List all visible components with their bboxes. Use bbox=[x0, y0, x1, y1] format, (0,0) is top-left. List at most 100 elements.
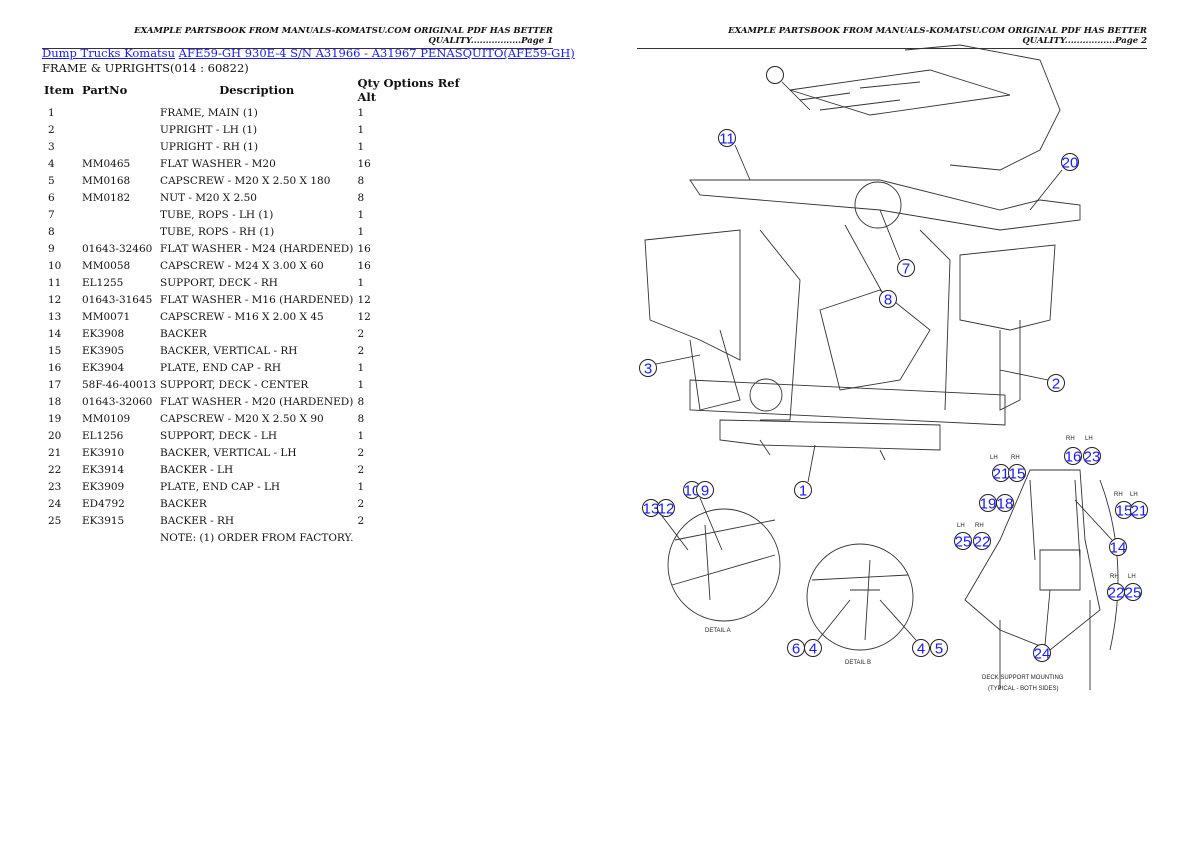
cell-item: 2 bbox=[48, 123, 55, 136]
page-2-header: EXAMPLE PARTSBOOK FROM MANUALS-KOMATSU.C… bbox=[637, 26, 1147, 49]
callout-number: 16 bbox=[1065, 449, 1082, 466]
cell-partno: EL1255 bbox=[82, 276, 124, 289]
detail-a-label: DETAIL A bbox=[705, 628, 731, 634]
callout-number: 18 bbox=[997, 496, 1014, 513]
lh-label: LH bbox=[990, 455, 998, 461]
cell-description: CAPSCREW - M20 X 2.50 X 90 bbox=[160, 412, 324, 425]
lh-label: LH bbox=[957, 523, 965, 529]
callout: 12 bbox=[657, 499, 675, 518]
cell-description: SUPPORT, DECK - CENTER bbox=[160, 378, 309, 391]
cell-item: 21 bbox=[48, 446, 62, 459]
cell-partno: EK3910 bbox=[82, 446, 125, 459]
cell-partno: MM0182 bbox=[82, 191, 131, 204]
callout: 21 bbox=[992, 464, 1010, 483]
callout: 10 bbox=[683, 481, 701, 500]
callout-circle bbox=[1008, 464, 1026, 482]
cell-partno: EK3908 bbox=[82, 327, 125, 340]
callout-circle bbox=[912, 639, 930, 657]
callout-number: 24 bbox=[1034, 646, 1051, 663]
callout: 9 bbox=[696, 481, 714, 500]
callout-number: 2 bbox=[1052, 376, 1060, 393]
col-partno: PartNo bbox=[82, 83, 128, 97]
callout: 7 bbox=[897, 259, 915, 278]
rh-label: RH bbox=[1066, 436, 1075, 442]
callout-number: 25 bbox=[1125, 585, 1142, 602]
callout-number: 7 bbox=[902, 261, 910, 278]
callout-number: 4 bbox=[809, 641, 817, 658]
cell-partno bbox=[80, 121, 158, 138]
cell-description: NUT - M20 X 2.50 bbox=[160, 191, 257, 204]
rh-label: RH bbox=[1011, 455, 1020, 461]
cell-item: 18 bbox=[48, 395, 62, 408]
breadcrumb-link-model[interactable]: AFE59-GH 930E-4 S/N A31966 - A31967 PENA… bbox=[178, 46, 575, 60]
cell-qty: 1 bbox=[357, 123, 365, 136]
cell-item: 17 bbox=[48, 378, 62, 391]
cell-item: 15 bbox=[48, 344, 62, 357]
callout: 21 bbox=[1130, 501, 1148, 520]
cell-partno bbox=[80, 206, 158, 223]
callout-number: 21 bbox=[1131, 503, 1148, 520]
callout-circle bbox=[657, 499, 675, 517]
cell-item: 19 bbox=[48, 412, 62, 425]
cell-qty: 2 bbox=[357, 514, 365, 527]
cell-partno bbox=[80, 138, 158, 155]
cell-description: BACKER - LH bbox=[160, 463, 234, 476]
cell-description: BACKER, VERTICAL - LH bbox=[160, 446, 297, 459]
table-row: NOTE: (1) ORDER FROM FACTORY. bbox=[42, 529, 479, 546]
cell-description: TUBE, ROPS - RH (1) bbox=[160, 225, 275, 238]
frame-drawing bbox=[644, 44, 1119, 690]
cell-description: FLAT WASHER - M20 bbox=[160, 157, 276, 170]
rh-label: RH bbox=[975, 523, 984, 529]
cell-qty: 12 bbox=[357, 293, 371, 306]
callout-circle bbox=[879, 290, 897, 308]
callout-circle bbox=[1130, 501, 1148, 519]
callout-circle bbox=[766, 66, 784, 84]
callout: 16 bbox=[1064, 447, 1082, 466]
callout-circle bbox=[804, 639, 822, 657]
callout-number: 11 bbox=[719, 131, 735, 148]
callout-circle bbox=[1033, 644, 1051, 662]
col-qty: Qty Options Ref Alt bbox=[357, 76, 460, 104]
callout: 2 bbox=[1047, 374, 1065, 393]
callout: 11 bbox=[718, 129, 736, 148]
callout-circle bbox=[1047, 374, 1065, 392]
callout-number: 22 bbox=[1108, 585, 1125, 602]
cell-item: 4 bbox=[48, 157, 55, 170]
cell-item: 9 bbox=[48, 242, 55, 255]
callout-number: 23 bbox=[1084, 449, 1101, 466]
callout-circle bbox=[930, 639, 948, 657]
callout: 23 bbox=[1083, 447, 1101, 466]
breadcrumb-link-dump-trucks[interactable]: Dump Trucks Komatsu bbox=[42, 46, 175, 60]
cell-qty: 8 bbox=[357, 395, 365, 408]
cell-partno: EK3915 bbox=[82, 514, 125, 527]
cell-partno: EL1256 bbox=[82, 429, 124, 442]
callout: 20 bbox=[1061, 153, 1079, 172]
cell-description: BACKER bbox=[160, 327, 207, 340]
cell-description: CAPSCREW - M16 X 2.00 X 45 bbox=[160, 310, 324, 323]
callout-number: 12 bbox=[658, 501, 675, 518]
cell-item: 14 bbox=[48, 327, 62, 340]
cell-partno bbox=[80, 529, 158, 546]
callout: 22 bbox=[973, 532, 991, 551]
cell-item bbox=[42, 529, 80, 546]
cell-qty: 8 bbox=[357, 174, 365, 187]
callout: 22 bbox=[1107, 583, 1125, 602]
cell-item: 22 bbox=[48, 463, 62, 476]
cell-qty: 1 bbox=[357, 276, 365, 289]
callout: 14 bbox=[1109, 538, 1127, 557]
cell-partno bbox=[80, 223, 158, 240]
cell-qty: 8 bbox=[357, 191, 365, 204]
callout-circle bbox=[996, 494, 1014, 512]
cell-qty: 1 bbox=[357, 208, 365, 221]
callout-circle bbox=[1109, 538, 1127, 556]
callout: 4 bbox=[804, 639, 822, 658]
lh-label: LH bbox=[1085, 436, 1093, 442]
cell-qty: 2 bbox=[357, 463, 365, 476]
